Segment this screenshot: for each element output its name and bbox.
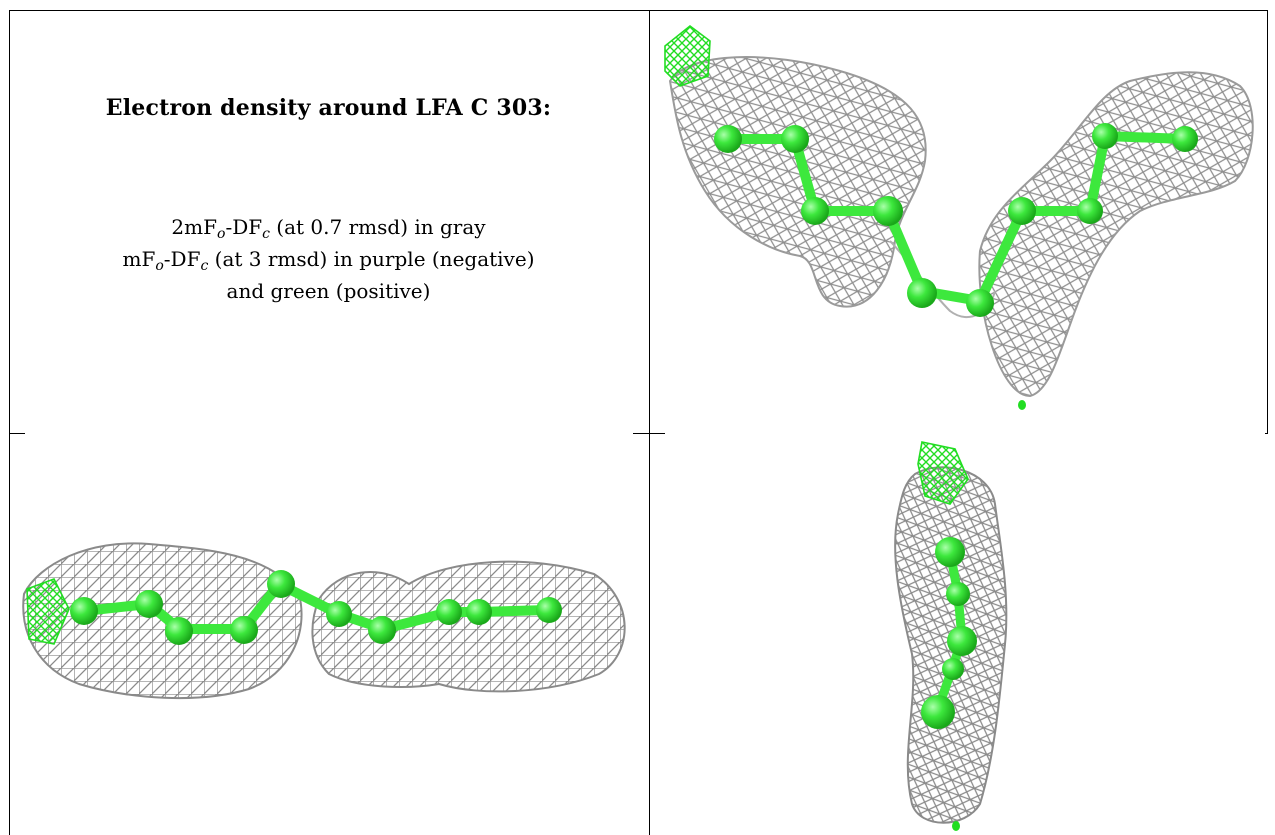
legend-1-sub2: c [262,226,270,242]
gray-density-mesh [22,542,626,700]
legend-text: 2mFo-DFc (at 0.7 rmsd) in gray mFo-DFc (… [9,211,648,307]
legend-2-b: -DF [163,247,201,271]
legend-line-3: and green (positive) [226,279,431,303]
atom [801,197,829,225]
gray-density-mesh [668,56,1254,398]
legend-line-1: 2mFo-DFc (at 0.7 rmsd) in gray [9,211,648,243]
table-middle-divider-left [9,433,25,434]
density-view-top-right [650,11,1275,433]
ligand-atoms [714,123,1198,317]
positive-difference-density [664,24,1026,410]
atom [873,196,903,226]
legend-2-c: (at 3 rmsd) in purple (negative) [208,247,535,271]
ligand-atoms [70,570,562,645]
legend-1-sub: o [217,226,226,242]
table-left-border [9,10,10,835]
atom [946,582,970,606]
positive-difference-density [917,441,969,831]
table-middle-divider-right [1265,433,1268,434]
atom [466,599,492,625]
atom [436,599,462,625]
atom [942,658,964,680]
positive-difference-density [26,578,70,645]
atom [230,616,258,644]
atom [966,289,994,317]
atom [135,590,163,618]
table-top-border [9,10,1268,11]
density-view-bottom-right [650,434,1275,835]
table-right-border [1267,10,1268,434]
density-image-bottom-left [22,542,626,700]
atom [536,597,562,623]
legend-2-a: mF [122,247,156,271]
atom [1008,197,1036,225]
legend-2-sub2: c [200,258,209,274]
legend-2-sub: o [155,258,164,274]
atom [907,278,937,308]
ligand-bonds [723,130,1190,307]
legend-1-a: 2mF [171,215,217,239]
legend-1-b: -DF [225,215,263,239]
atom [921,695,955,729]
atom [70,597,98,625]
legend-1-c: (at 0.7 rmsd) in gray [269,215,486,239]
atom [947,626,977,656]
atom [1092,123,1118,149]
atom [326,601,352,627]
ligand-atoms [921,537,977,729]
atom [714,125,742,153]
atom [1077,198,1103,224]
atom [368,616,396,644]
atom [781,125,809,153]
ligand-bonds [79,577,554,635]
atom [165,617,193,645]
atom [1172,126,1198,152]
density-view-bottom-left [9,434,648,835]
atom [267,570,295,598]
legend-line-2: mFo-DFc (at 3 rmsd) in purple (negative) [9,243,648,275]
figure-title: Electron density around LFA C 303: [105,95,552,121]
density-image-top-right [664,24,1254,410]
caption-cell: Electron density around LFA C 303: 2mFo-… [9,11,648,433]
table-center-divider [649,10,650,835]
table-middle-divider-mid [633,433,665,434]
atom [935,537,965,567]
density-image-bottom-right [894,441,1008,831]
